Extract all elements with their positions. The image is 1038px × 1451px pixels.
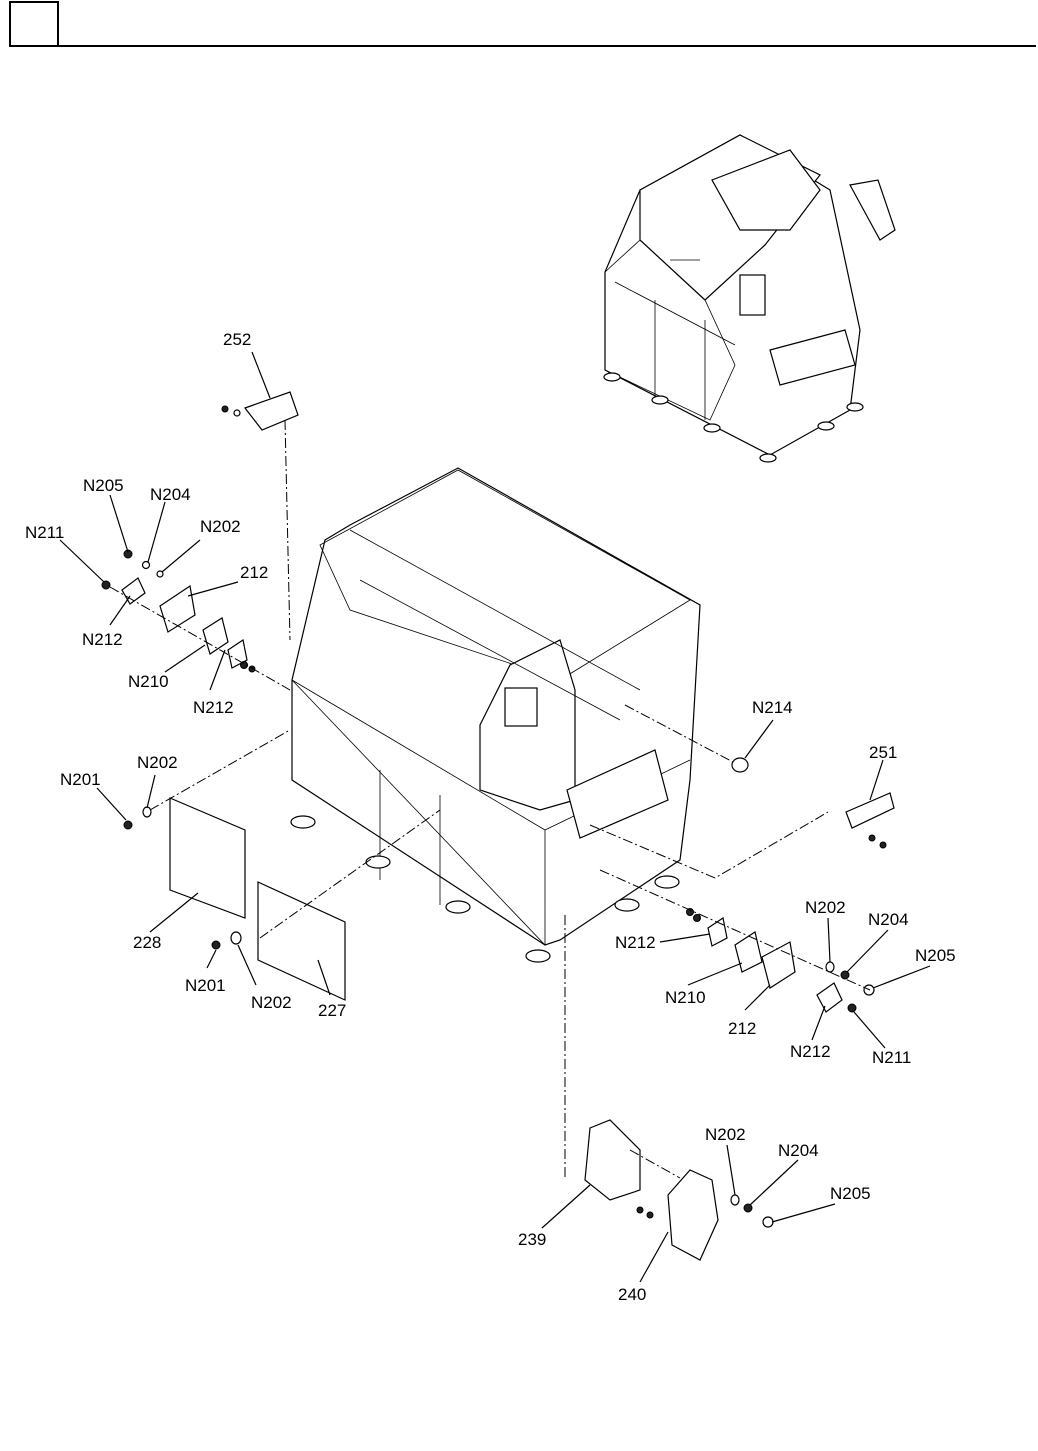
label-n204-right: N204 [868, 910, 909, 929]
label-228: 228 [133, 933, 161, 952]
label-n210-right: N210 [665, 988, 706, 1007]
label-n204-left: N204 [150, 485, 191, 504]
label-n205-lower-cover: N205 [830, 1184, 871, 1203]
machine-overview-illustration [604, 135, 895, 462]
label-n210-left: N210 [128, 672, 169, 691]
label-n202-lower-cover: N202 [705, 1125, 746, 1144]
label-n205-left: N205 [83, 476, 124, 495]
cap-n214 [732, 758, 748, 772]
label-240: 240 [618, 1285, 646, 1304]
label-n212-left-lower: N212 [193, 698, 234, 717]
label-n201-upper: N201 [60, 770, 101, 789]
label-212-left: 212 [240, 563, 268, 582]
label-n201-lower: N201 [185, 976, 226, 995]
label-n212-right-lower: N212 [790, 1042, 831, 1061]
label-212-right: 212 [728, 1019, 756, 1038]
label-n214: N214 [752, 698, 793, 717]
header-index-box [10, 2, 58, 46]
left-fan-assembly [102, 392, 298, 690]
label-239: 239 [518, 1230, 546, 1249]
label-252: 252 [223, 330, 251, 349]
label-n211-left: N211 [25, 523, 64, 542]
label-n202-right: N202 [805, 898, 846, 917]
label-n204-lower-cover: N204 [778, 1141, 819, 1160]
main-frame-assembly [170, 468, 700, 1000]
label-251: 251 [869, 743, 897, 762]
label-n212-right-upper: N212 [615, 933, 656, 952]
page-header [10, 2, 1036, 46]
label-n205-right: N205 [915, 946, 956, 965]
label-n202-left: N202 [200, 517, 241, 536]
label-227: 227 [318, 1001, 346, 1020]
label-n202-cover-upper: N202 [137, 753, 178, 772]
label-n212-left-upper: N212 [82, 630, 123, 649]
label-n211-right: N211 [872, 1048, 911, 1067]
label-n202-cover-lower: N202 [251, 993, 292, 1012]
